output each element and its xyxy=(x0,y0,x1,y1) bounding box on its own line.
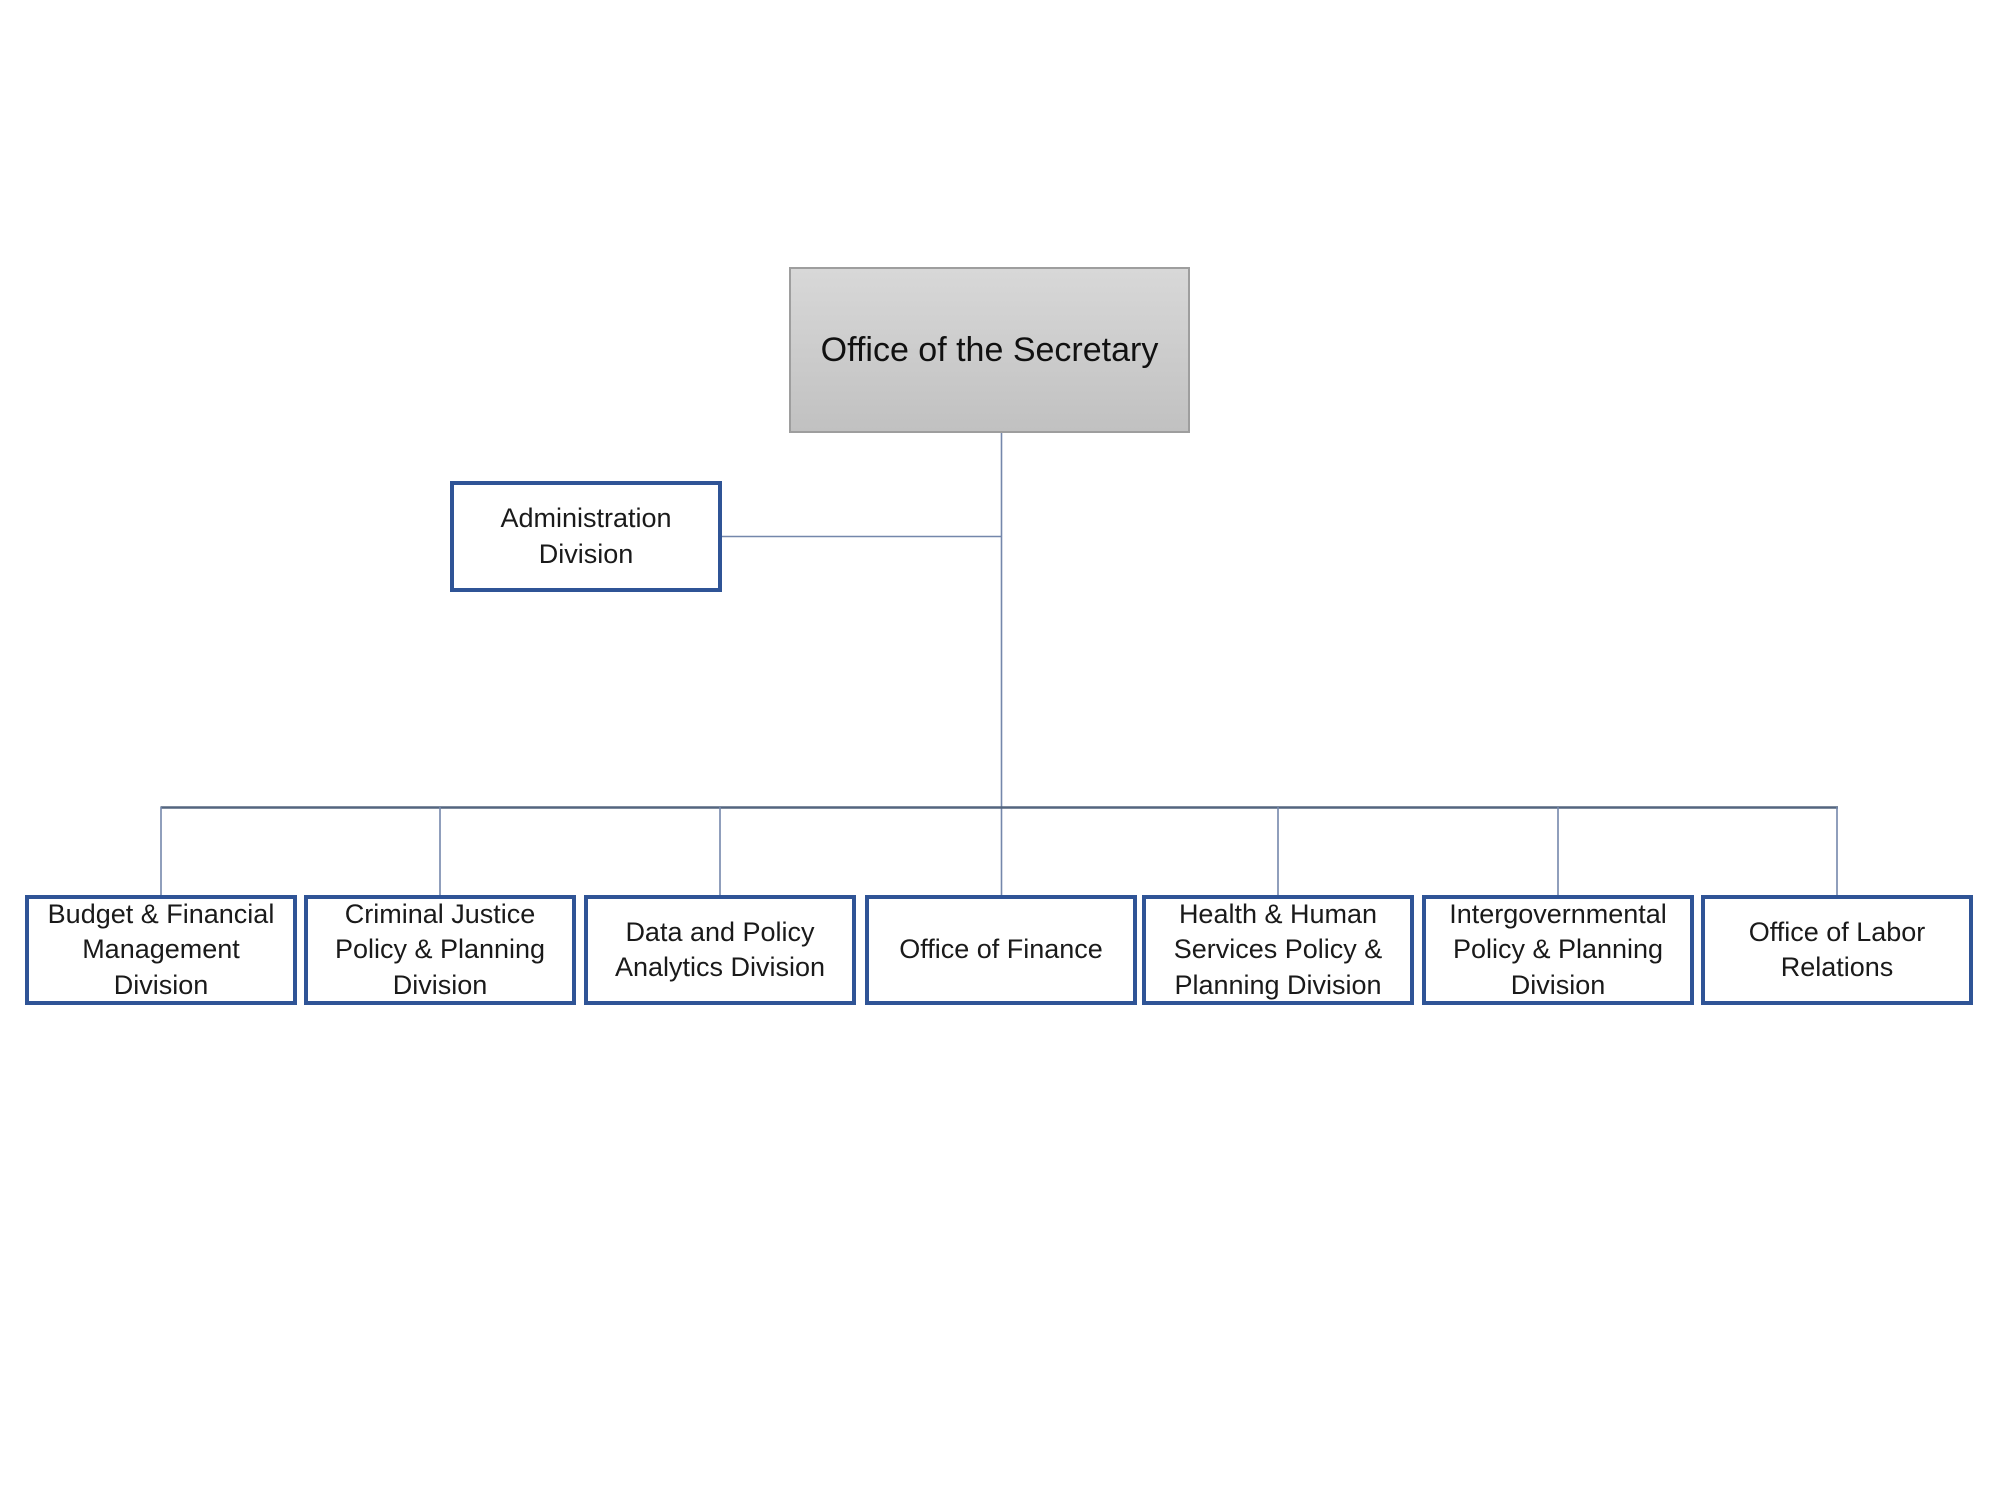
org-node-office-of-finance: Office of Finance xyxy=(865,895,1137,1005)
org-node-label: Criminal Justice Policy & Planning Divis… xyxy=(334,899,546,1000)
org-node-label: Office of Finance xyxy=(899,934,1103,965)
org-node-office-of-labor-relations: Office of Labor Relations xyxy=(1701,895,1973,1005)
org-node-office-of-the-secretary: Office of the Secretary xyxy=(789,267,1190,433)
org-node-administration-division: Administration Division xyxy=(450,481,722,592)
org-node-criminal-justice-policy-planning-division: Criminal Justice Policy & Planning Divis… xyxy=(304,895,576,1005)
org-node-label: Intergovernmental Policy & Planning Divi… xyxy=(1449,899,1667,1000)
org-node-label: Office of the Secretary xyxy=(820,330,1159,369)
org-node-label: Administration Division xyxy=(500,503,672,569)
org-node-data-and-policy-analytics-division: Data and Policy Analytics Division xyxy=(584,895,856,1005)
org-node-label: Budget & Financial Management Division xyxy=(47,899,275,1000)
org-node-intergovernmental-policy-planning-division: Intergovernmental Policy & Planning Divi… xyxy=(1422,895,1694,1005)
org-node-budget-financial-management-division: Budget & Financial Management Division xyxy=(25,895,297,1005)
org-node-label: Data and Policy Analytics Division xyxy=(614,916,826,982)
org-node-label: Health & Human Services Policy & Plannin… xyxy=(1173,899,1383,1000)
org-node-health-human-services-policy-planning-division: Health & Human Services Policy & Plannin… xyxy=(1142,895,1414,1005)
org-node-label: Office of Labor Relations xyxy=(1748,916,1926,982)
